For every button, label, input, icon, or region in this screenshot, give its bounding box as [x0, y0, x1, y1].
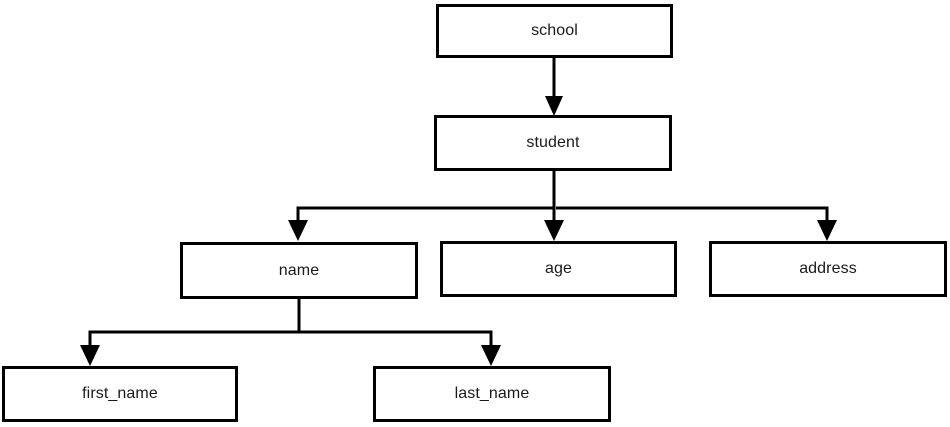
edge-name-last-name	[299, 330, 501, 366]
edge-name-first-name	[80, 299, 301, 366]
node-label-first-name: first_name	[82, 385, 158, 402]
node-address[interactable]: address	[709, 241, 947, 297]
node-label-last-name: last_name	[454, 385, 530, 402]
node-label-age: age	[545, 260, 572, 277]
node-label-student: student	[526, 134, 580, 151]
node-first-name[interactable]: first_name	[2, 366, 238, 422]
node-label-address: address	[799, 260, 857, 277]
node-last-name[interactable]: last_name	[373, 366, 611, 422]
edge-student-age	[544, 171, 564, 241]
node-label-name: name	[278, 261, 320, 279]
node-name[interactable]: name	[180, 242, 418, 299]
node-school[interactable]: school	[436, 4, 673, 58]
node-student[interactable]: student	[434, 115, 672, 171]
edge-school-student	[545, 58, 563, 116]
node-label-school: school	[531, 22, 578, 39]
edge-student-name	[288, 171, 556, 241]
node-age[interactable]: age	[440, 241, 677, 297]
edge-student-address	[556, 206, 837, 241]
